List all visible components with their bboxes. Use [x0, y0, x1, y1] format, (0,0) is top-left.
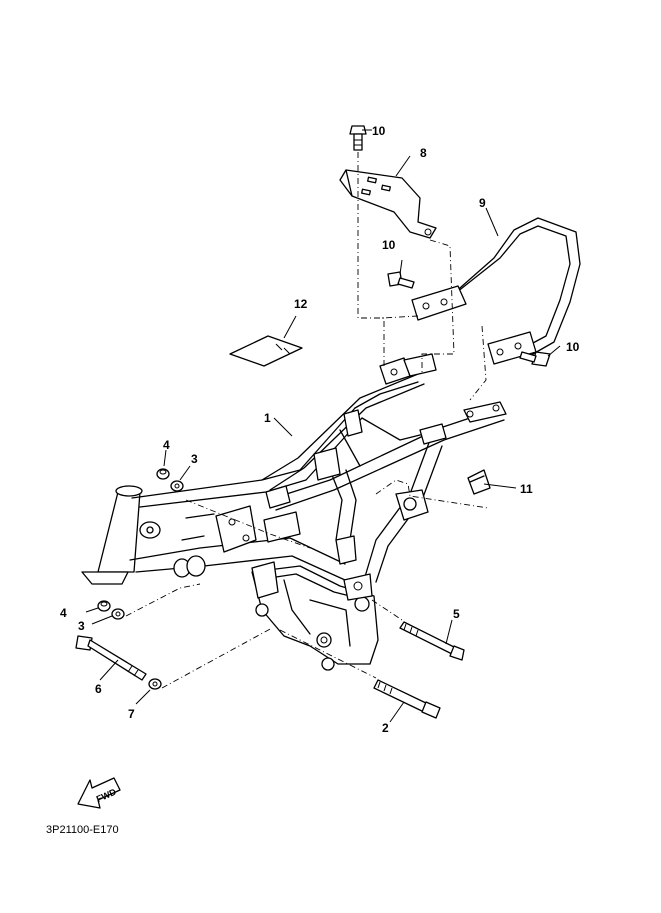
callouts: 1 2 3 3 4 4 5 6 7 8 9 10 10 10 11 12	[60, 124, 580, 735]
callout-10-top: 10	[372, 124, 386, 138]
leader-lines	[85, 129, 561, 723]
grab-bar	[411, 217, 581, 365]
pivot-plate	[251, 535, 379, 671]
bolt-6	[75, 635, 147, 681]
callout-4-lower: 4	[60, 606, 67, 620]
callout-3-lower: 3	[78, 619, 85, 633]
callout-10-middle: 10	[382, 238, 396, 252]
callout-10-right: 10	[566, 340, 580, 354]
callout-8: 8	[420, 146, 427, 160]
callout-11: 11	[520, 482, 533, 496]
callout-12: 12	[294, 297, 308, 311]
diagram-code: 3P21100-E170	[46, 824, 119, 836]
head-pipe	[81, 485, 161, 585]
bolt-5	[399, 621, 465, 661]
callout-4-upper: 4	[163, 438, 170, 452]
bolt-2	[373, 679, 441, 719]
clip-11	[467, 469, 491, 495]
rear-bracket	[339, 169, 437, 239]
callout-2: 2	[382, 721, 389, 735]
fwd-arrow-icon: FWD	[77, 777, 121, 809]
nut-4-lower	[97, 600, 111, 612]
main-frame	[81, 353, 507, 671]
assembly-lines	[125, 152, 489, 689]
label-sticker-12	[229, 335, 303, 367]
callout-9: 9	[479, 196, 486, 210]
bolt-10-top	[349, 125, 367, 151]
callout-3-upper: 3	[191, 452, 198, 466]
washer-7	[148, 678, 162, 690]
nut-4-upper	[156, 468, 170, 480]
bolt-10-middle	[387, 271, 415, 289]
bolt-10-right	[519, 351, 551, 367]
washer-3-lower	[111, 608, 125, 620]
callout-5: 5	[453, 607, 460, 621]
callout-1: 1	[264, 411, 271, 425]
callout-6: 6	[95, 682, 102, 696]
callout-7: 7	[128, 707, 135, 721]
washer-3-upper	[170, 480, 184, 492]
